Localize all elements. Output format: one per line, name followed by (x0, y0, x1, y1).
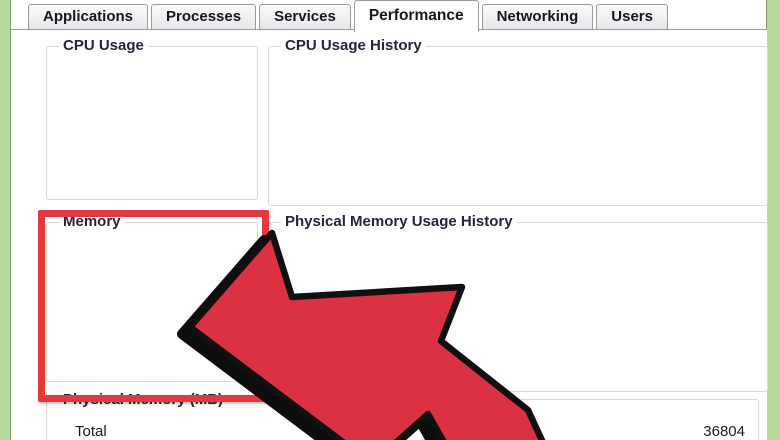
right-edge-strip (766, 0, 780, 440)
tabbar: Applications Processes Services Performa… (28, 0, 668, 32)
highlight-box (38, 210, 269, 402)
cpu-usage-group: CPU Usage (46, 37, 258, 200)
memory-history-title: Physical Memory Usage History (281, 213, 517, 230)
tab-applications[interactable]: Applications (28, 4, 149, 30)
tab-networking[interactable]: Networking (481, 4, 594, 30)
tab-users[interactable]: Users (596, 4, 668, 30)
memory-title: Memory (59, 213, 125, 230)
cpu-usage-title: CPU Usage (59, 37, 148, 54)
physical-memory-group: Physical Memory (MB) Total (46, 391, 432, 440)
tab-performance[interactable]: Performance (353, 0, 479, 32)
physical-memory-row-total: Total (75, 423, 415, 440)
cpu-history-group: CPU Usage History (268, 37, 768, 206)
handles-value: 36804 (703, 423, 745, 440)
tab-processes[interactable]: Processes (151, 4, 257, 30)
handles-label: Handles (461, 423, 517, 440)
cpu-history-title: CPU Usage History (281, 37, 426, 54)
total-label: Total (75, 423, 107, 440)
tab-services[interactable]: Services (259, 4, 351, 30)
system-row-handles: Handles 36804 (461, 423, 751, 440)
left-edge-strip (0, 0, 11, 440)
memory-history-group: Physical Memory Usage History (268, 213, 768, 392)
system-group: Handles 36804 (446, 399, 759, 440)
